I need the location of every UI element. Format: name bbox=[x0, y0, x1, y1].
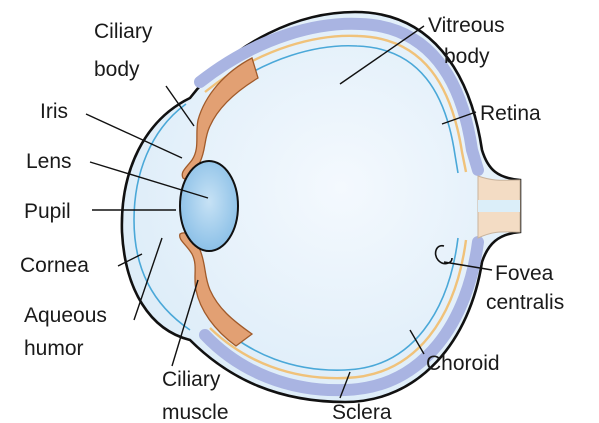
leader-cornea bbox=[117, 253, 143, 267]
label-lens: Lens bbox=[26, 150, 72, 173]
retina-layer bbox=[204, 34, 468, 380]
label-choroid: Choroid bbox=[426, 352, 500, 375]
leader-vitreous-body bbox=[339, 25, 425, 85]
sclera-outline bbox=[120, 10, 522, 404]
label-fovea-centralis: Fovea centralis bbox=[486, 262, 564, 314]
ciliary-body-lower bbox=[179, 232, 254, 347]
leader-lines bbox=[85, 25, 493, 399]
leader-retina bbox=[441, 111, 477, 125]
label-retina: Retina bbox=[480, 102, 541, 125]
leader-aqueous-humor bbox=[133, 237, 163, 321]
label-pupil: Pupil bbox=[24, 200, 71, 223]
leader-choroid bbox=[409, 329, 425, 355]
label-ciliary-body: Ciliary body bbox=[94, 20, 158, 81]
label-aqueous-humor: Aqueous humor bbox=[24, 304, 113, 360]
ciliary-body-upper bbox=[181, 57, 259, 180]
leader-ciliary-muscle bbox=[171, 279, 199, 367]
leader-lens bbox=[89, 161, 209, 199]
label-vitreous-body: Vitreous body bbox=[428, 14, 511, 68]
leader-iris bbox=[85, 113, 183, 159]
choroid-layer bbox=[194, 17, 484, 397]
leader-ciliary-body bbox=[165, 85, 195, 127]
lens-shape bbox=[179, 160, 239, 252]
label-sclera: Sclera bbox=[332, 401, 392, 423]
leader-fovea bbox=[443, 261, 493, 271]
label-ciliary-muscle: Ciliary muscle bbox=[162, 368, 229, 423]
fovea-marker bbox=[434, 244, 453, 265]
leader-sclera bbox=[339, 371, 351, 399]
optic-nerve-core bbox=[478, 200, 520, 212]
label-iris: Iris bbox=[40, 100, 68, 123]
inner-lining bbox=[211, 44, 459, 371]
cornea-inner-line bbox=[133, 103, 191, 331]
label-cornea: Cornea bbox=[20, 254, 89, 277]
